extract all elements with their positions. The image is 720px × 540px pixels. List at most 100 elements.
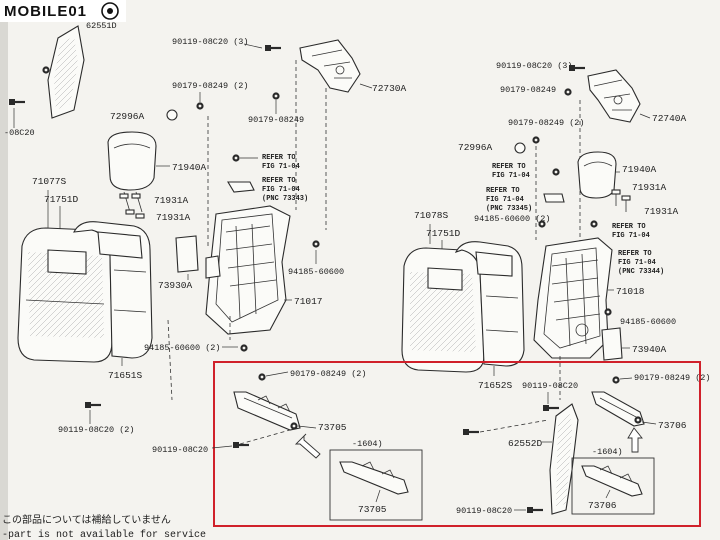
nut-icon [272, 92, 280, 100]
label-72730a: 72730A [372, 83, 407, 94]
headrest-guide-icon [119, 193, 129, 199]
nut-icon [612, 376, 620, 384]
label-62552d: 62552D [508, 438, 543, 449]
label-72996a-left: 72996A [110, 111, 145, 122]
label-71651s: 71651S [108, 370, 143, 381]
label-62551d: 62551D [86, 21, 117, 31]
label-71940a-right: 71940A [622, 164, 657, 175]
latch-cover-73940a [601, 327, 623, 361]
nut-icon [564, 88, 572, 96]
label-71931a-right-2: 71931A [644, 206, 679, 217]
label-1604-left: -1604) [352, 439, 383, 449]
clip-icon [232, 154, 240, 162]
cap-72996a-left [166, 109, 178, 121]
label-71751d-left: 71751D [44, 194, 79, 205]
refer-note-4: REFER TO [486, 187, 520, 195]
seat-frame-71018 [533, 237, 613, 359]
headrest-opening-left [47, 249, 87, 275]
latch-cover-73930a [175, 235, 199, 273]
label-73705-inset: 73705 [358, 504, 387, 515]
label-94185-right: 94185-60600 [620, 317, 676, 327]
label-90179-08249-2-right: 90179-08249 (2) [508, 118, 585, 128]
label-90119-08c20-2: 90119-08C20 (2) [58, 425, 135, 435]
hinge-bracket-72740a [587, 69, 641, 123]
headrest-71940a-left [107, 131, 157, 191]
headrest-guide-icon [611, 189, 621, 195]
refer-note-3: REFER TO [492, 163, 526, 171]
headrest-71940a-right [577, 151, 617, 199]
refer-note-5: REFER TO [612, 223, 646, 231]
label-71077s: 71077S [32, 176, 67, 187]
label-71078s: 71078S [414, 210, 449, 221]
svg-text:MOBILE01: MOBILE01 [4, 3, 87, 20]
cap-72996a-right [514, 142, 526, 154]
label-90119-08c20-box-right: 90119-08C20 [522, 381, 578, 391]
label-1604-right: -1604) [592, 447, 623, 457]
label-71931a-left-2: 71931A [156, 212, 191, 223]
headrest-guide-icon [131, 193, 141, 199]
highlight-box [213, 361, 701, 527]
footnote-english: -part is not available for service [2, 529, 206, 540]
clip-icon [42, 66, 50, 74]
headrest-support-icon [543, 193, 565, 203]
refer-note-2: REFER TO [262, 177, 296, 185]
footnote-japanese: この部品については補給していません [2, 513, 171, 526]
label-73705-upper: 73705 [318, 422, 347, 433]
nut-icon [532, 136, 540, 144]
headrest-opening-right [427, 267, 463, 291]
label-71017: 71017 [294, 296, 323, 307]
label-71751d-right: 71751D [426, 228, 461, 239]
page-edge-shadow [0, 0, 8, 540]
label-90179-08249-2-box-left: 90179-08249 (2) [290, 369, 367, 379]
label-94185-60600-2-right: 94185-60600 (2) [474, 214, 551, 224]
seat-rail-73705 [233, 391, 301, 431]
refer-note-6b: FIG 71-04 [618, 259, 656, 267]
clip-icon [312, 240, 320, 248]
label-90179-08249-2-box-right: 90179-08249 (2) [634, 373, 711, 383]
clip-icon [604, 308, 612, 316]
hinge-bracket-72730a [299, 39, 361, 93]
clip-icon [634, 416, 642, 424]
view-arrow-icon [627, 427, 643, 453]
label-71652s: 71652S [478, 380, 513, 391]
label-71018: 71018 [616, 286, 645, 297]
clip-icon [290, 422, 298, 430]
label-73940a: 73940A [632, 344, 667, 355]
label-73706-upper: 73706 [658, 420, 687, 431]
refer-note-4c: (PNC 73345) [486, 205, 532, 213]
seat-rail-73706-detail [581, 465, 643, 497]
label-94185-60600-2: 94185-60600 (2) [144, 343, 221, 353]
label-72740a: 72740A [652, 113, 687, 124]
nut-icon [240, 344, 248, 352]
refer-note-6c: (PNC 73344) [618, 268, 664, 276]
nut-icon [196, 102, 204, 110]
refer-note-2b: FIG 71-04 [262, 186, 300, 194]
refer-note-6: REFER TO [618, 250, 652, 258]
label-90179-08249-2-left: 90179-08249 (2) [172, 81, 249, 91]
label-90179-08249-right: 90179-08249 [500, 85, 556, 95]
label-72996a-right: 72996A [458, 142, 493, 153]
refer-note-5b: FIG 71-04 [612, 232, 650, 240]
label-94185-left: 94185-60600 [288, 267, 344, 277]
view-arrow-icon [294, 433, 321, 459]
watermark-logo-icon [101, 2, 119, 20]
label-90119-08c20-3-left: 90119-08C20 (3) [172, 37, 249, 47]
detail-inset-left [329, 449, 423, 521]
label-90179-08249-left: 90179-08249 [248, 115, 304, 125]
refer-note-3b: FIG 71-04 [492, 172, 530, 180]
refer-note-1b: FIG 71-04 [262, 163, 300, 171]
nut-icon [258, 373, 266, 381]
headrest-guide-icon [621, 195, 631, 201]
label-90119-08c20-box-left: 90119-08C20 [152, 445, 208, 455]
seat-frame-71017 [205, 205, 291, 335]
headrest-support-icon [227, 181, 255, 193]
label-71931a-right-1: 71931A [632, 182, 667, 193]
label-73930a: 73930A [158, 280, 193, 291]
seat-rail-73705-detail [339, 461, 409, 495]
label-71931a-left-1: 71931A [154, 195, 189, 206]
label-71940a-left: 71940A [172, 162, 207, 173]
detail-inset-right [571, 457, 655, 515]
label-90119-08c20-3-right: 90119-08C20 (3) [496, 61, 573, 71]
